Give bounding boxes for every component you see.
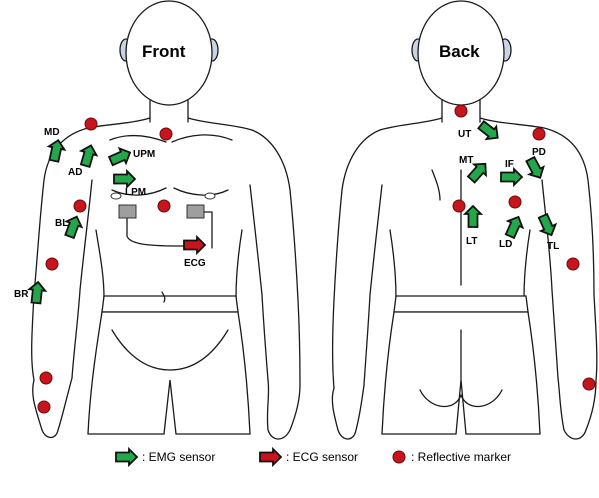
ecg-electrode-right	[119, 205, 136, 218]
label-br: BR	[14, 289, 29, 300]
marker-back-spine	[453, 200, 465, 212]
legend-emg-icon	[116, 449, 137, 465]
emg-sensor-ld	[503, 214, 526, 240]
marker-back-wrist	[583, 378, 595, 390]
emg-sensor-pd	[523, 155, 547, 181]
label-ld: LD	[499, 239, 512, 250]
back-scapula-left	[432, 170, 440, 200]
emg-sensor-lt	[465, 206, 481, 227]
legend-ecg-icon	[260, 449, 281, 465]
back-waistband	[394, 296, 528, 312]
label-ut: UT	[458, 129, 471, 140]
marker-front-upper-arm	[74, 200, 86, 212]
label-ad: AD	[68, 167, 82, 178]
marker-front-shoulder	[85, 118, 97, 130]
back-figure: Back UT MT IF PD LT LD TL	[332, 1, 596, 439]
emg-sensor-md	[46, 139, 66, 163]
back-left-hand	[332, 385, 364, 439]
marker-back-elbow	[567, 258, 579, 270]
front-left-hand	[267, 380, 300, 439]
emg-sensor-ad	[78, 143, 99, 168]
front-figure: Front MD AD UPM LPM BL BR ECG	[14, 1, 300, 439]
legend-ecg-label: : ECG sensor	[286, 450, 358, 464]
label-tl: TL	[547, 241, 559, 252]
front-nipple-right	[111, 193, 121, 199]
ecg-electrode-left	[187, 205, 204, 218]
marker-back-acromion	[533, 128, 545, 140]
front-waist	[96, 230, 242, 298]
ecg-sensor	[184, 237, 205, 253]
marker-back-c7	[455, 105, 467, 117]
label-md: MD	[44, 127, 60, 138]
legend-marker-icon	[393, 451, 405, 463]
marker-front-elbow	[46, 258, 58, 270]
legend: : EMG sensor : ECG sensor : Reflective m…	[116, 449, 511, 465]
marker-front-sternal-notch	[160, 128, 172, 140]
back-title: Back	[439, 42, 480, 61]
label-ecg: ECG	[184, 258, 206, 269]
emg-sensor-upm	[108, 145, 134, 168]
label-lt: LT	[466, 236, 477, 247]
label-pd: PD	[532, 147, 546, 158]
label-upm: UPM	[133, 149, 155, 160]
label-bl: BL	[55, 218, 68, 229]
label-lpm: LPM	[125, 187, 146, 198]
marker-front-wrist-upper	[40, 372, 52, 384]
label-mt: MT	[459, 155, 473, 166]
front-title: Front	[142, 42, 186, 61]
legend-marker-label: : Reflective marker	[411, 450, 511, 464]
label-if: IF	[505, 159, 514, 170]
emg-sensor-br	[28, 281, 46, 304]
marker-front-wrist-lower	[38, 401, 50, 413]
back-right-inner-arm	[542, 180, 558, 378]
back-left-inner-arm	[364, 185, 382, 385]
emg-sensor-lpm	[114, 171, 135, 187]
emg-sensor-if	[501, 169, 522, 185]
marker-back-scapula	[509, 196, 521, 208]
front-left-inner-arm	[250, 185, 268, 380]
front-waistband	[102, 296, 238, 312]
front-nipple-left	[205, 193, 215, 199]
legend-emg-label: : EMG sensor	[142, 450, 215, 464]
marker-front-sternum	[158, 200, 170, 212]
